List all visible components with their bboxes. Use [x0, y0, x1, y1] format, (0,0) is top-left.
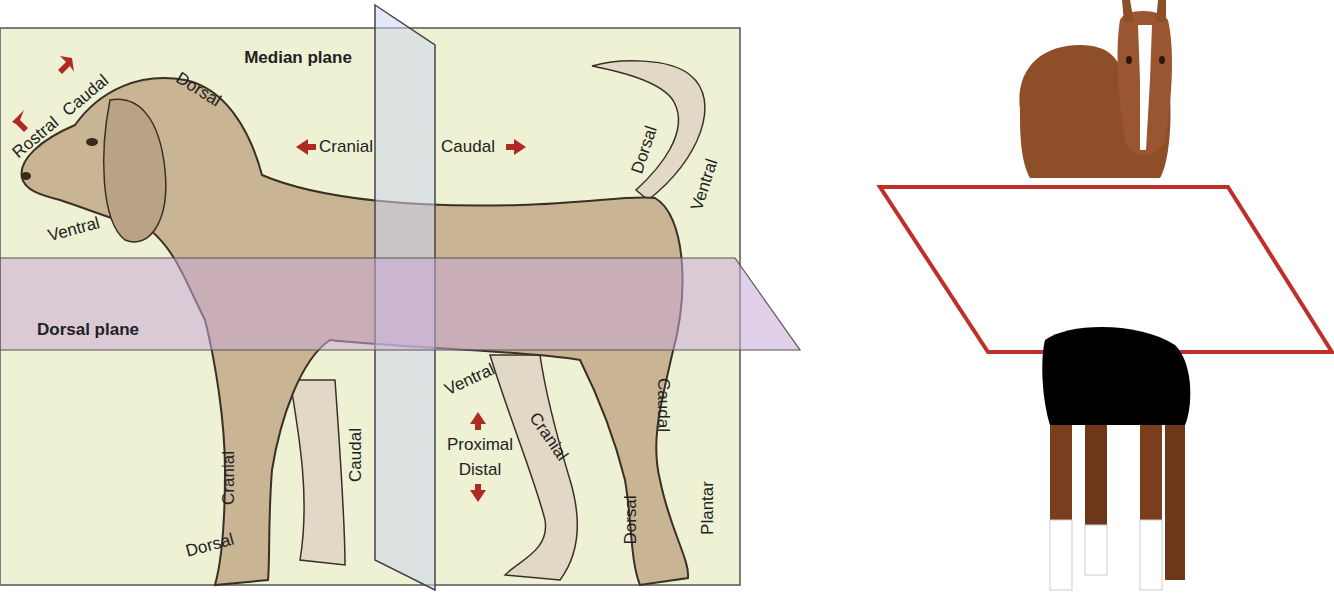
dog-tail: [592, 61, 705, 200]
direction-label: Dorsal: [622, 495, 641, 544]
direction-label: Distal: [459, 461, 502, 480]
direction-label: Cranial: [220, 451, 239, 505]
horse-upper: [1019, 0, 1172, 178]
far-foreleg: [290, 380, 345, 565]
plane-label: Dorsal plane: [37, 321, 139, 340]
horse-lower: [1042, 327, 1190, 590]
direction-label: Caudal: [441, 138, 495, 157]
dorsal-plane: [0, 258, 800, 350]
far-hindleg: [490, 355, 577, 580]
direction-label: Plantar: [699, 481, 718, 535]
direction-label: Proximal: [447, 436, 513, 455]
dog-ear: [104, 99, 166, 242]
direction-label: Caudal: [347, 428, 366, 482]
plane-label: Median plane: [244, 49, 352, 68]
direction-arrows: [12, 56, 526, 502]
dog-nose: [21, 172, 31, 180]
direction-label: Cranial: [319, 138, 373, 157]
dog-eye: [86, 138, 98, 146]
direction-label: Caudal: [654, 378, 673, 432]
